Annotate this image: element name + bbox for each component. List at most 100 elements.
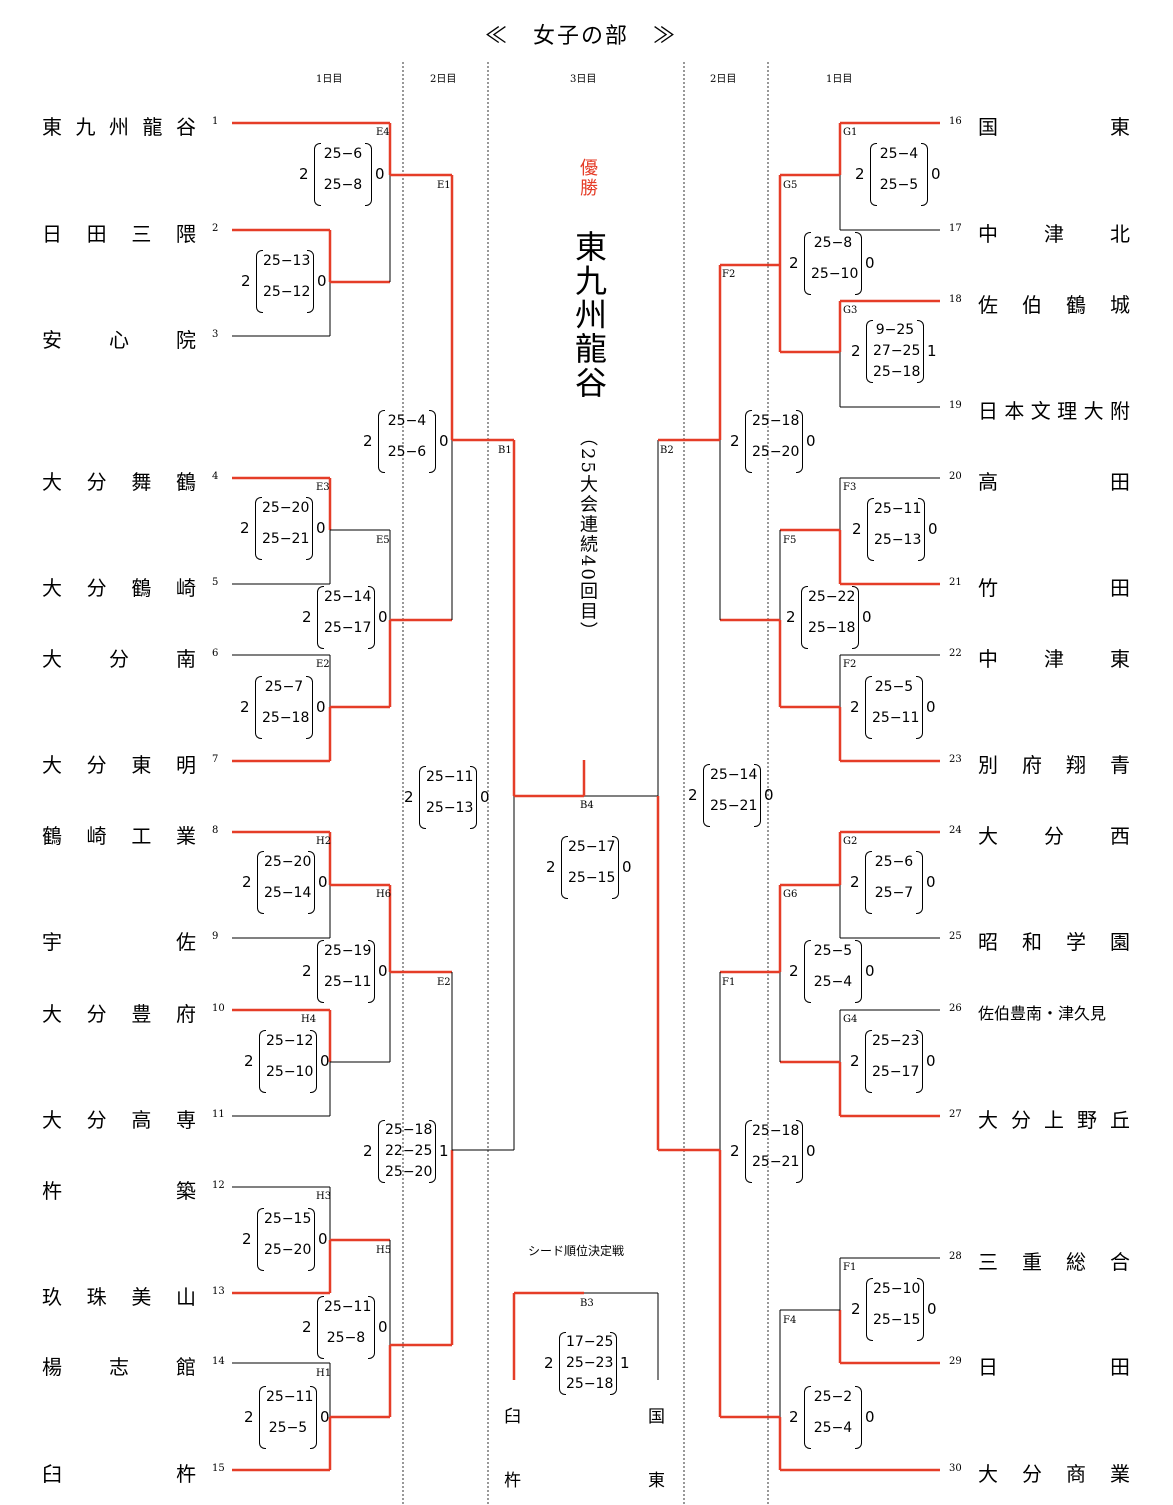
- left-team-name: 大分舞鶴: [42, 466, 196, 495]
- team-name-char: 中: [978, 647, 998, 671]
- team-name-char: 崎: [86, 824, 107, 848]
- match-code-label: E3: [316, 482, 330, 493]
- sets-won: 2: [850, 872, 860, 891]
- sets-won: 2: [789, 1407, 799, 1426]
- sets-lost: 0: [862, 607, 872, 626]
- set-score: 25−11: [426, 769, 474, 785]
- team-name-char: 附: [1109, 399, 1130, 423]
- set-score: 25−7: [874, 885, 914, 901]
- team-name-char: 分: [86, 470, 107, 494]
- left-team-number: 7: [212, 754, 219, 765]
- sets-lost: 0: [865, 961, 875, 980]
- team-name-char: 中: [978, 222, 998, 246]
- left-team-name: 安心院: [42, 324, 196, 353]
- team-name-char: 野: [1077, 1108, 1097, 1132]
- team-name-char: 本: [1004, 399, 1025, 423]
- right-team-name: 日本文理大附: [978, 395, 1130, 424]
- team-name-char: 北: [1110, 222, 1130, 246]
- team-name-char: 豊: [131, 1002, 152, 1026]
- set-score: 25−18: [808, 620, 856, 636]
- day-label-left-2: 2日目: [430, 74, 457, 85]
- team-name-char: 日: [42, 222, 62, 246]
- team-name-char: 館: [176, 1355, 196, 1379]
- match-code-label: G2: [843, 836, 858, 847]
- team-name-char: 志: [109, 1355, 129, 1379]
- team-name-char: 合: [1110, 1250, 1130, 1274]
- match-code-label: F3: [843, 482, 857, 493]
- team-name-char: 鶴: [131, 576, 152, 600]
- champion-name: 東九州龍谷: [570, 230, 608, 400]
- sets-won: 2: [244, 1051, 254, 1070]
- set-score: 25−14: [264, 885, 312, 901]
- sets-won: 2: [363, 431, 373, 450]
- right-team-name: 中津東: [978, 643, 1130, 672]
- team-name-char: 分: [1011, 1108, 1031, 1132]
- left-team-number: 1: [212, 116, 219, 127]
- team-name-char: 大: [42, 1108, 62, 1132]
- sets-won: 2: [688, 785, 698, 804]
- right-team-name: 竹田: [978, 572, 1130, 601]
- sets-won: 2: [242, 1229, 252, 1248]
- team-name-char: 大: [42, 470, 62, 494]
- team-name-char: 府: [175, 1002, 196, 1026]
- team-name-char: 心: [109, 328, 129, 352]
- team-name-char: 南: [176, 647, 196, 671]
- set-score: 25−19: [324, 943, 372, 959]
- left-team-name: 楊志館: [42, 1351, 196, 1380]
- left-team-name: 大分南: [42, 643, 196, 672]
- sets-lost: 1: [620, 1353, 630, 1372]
- team-name-char: 理: [1057, 399, 1078, 423]
- seed-left-team-top: 臼: [504, 1407, 521, 1427]
- sets-lost: 0: [378, 1317, 388, 1336]
- team-name-char: 九: [75, 115, 96, 139]
- left-team-number: 12: [212, 1180, 225, 1191]
- left-team-name: 鶴崎工業: [42, 820, 196, 849]
- set-score: 25−4: [387, 413, 427, 429]
- team-name-char: 杵: [42, 1179, 62, 1203]
- set-score: 25−5: [874, 679, 914, 695]
- set-score: 25−23: [566, 1355, 614, 1371]
- sets-won: 2: [242, 872, 252, 891]
- team-name-char: 崎: [175, 576, 196, 600]
- set-score: 25−17: [872, 1064, 920, 1080]
- team-name-char: 東: [1110, 647, 1130, 671]
- match-code-label: F2: [843, 659, 857, 670]
- team-name-char: 東: [42, 115, 62, 139]
- left-team-number: 2: [212, 223, 219, 234]
- team-name-char: 和: [1022, 930, 1042, 954]
- team-name-char: 山: [175, 1285, 196, 1309]
- sets-won: 2: [786, 607, 796, 626]
- set-score: 25−12: [263, 284, 311, 300]
- set-score: 25−18: [385, 1122, 433, 1138]
- right-team-number: 18: [949, 294, 962, 305]
- sets-lost: 1: [439, 1141, 449, 1160]
- sets-won: 2: [852, 519, 862, 538]
- team-name-char: 鶴: [42, 824, 62, 848]
- day-label-right-2: 2日目: [710, 74, 737, 85]
- consecutive-note: （25大会連続40回目）: [577, 428, 598, 642]
- set-score: 25−6: [323, 146, 363, 162]
- set-score: 25−17: [568, 839, 616, 855]
- team-name-char: 院: [176, 328, 196, 352]
- team-name-char: 丘: [1110, 1108, 1130, 1132]
- sets-won: 2: [851, 1299, 861, 1318]
- team-name-char: 珠: [86, 1285, 107, 1309]
- team-name-char: 業: [1110, 1462, 1130, 1486]
- team-name-char: 鶴: [175, 470, 196, 494]
- set-score: 25−21: [752, 1154, 800, 1170]
- sets-won: 2: [851, 341, 861, 360]
- sets-lost: 0: [806, 431, 816, 450]
- team-name-char: 三: [978, 1250, 998, 1274]
- team-name-char: 総: [1066, 1250, 1086, 1274]
- team-name-char: 日: [978, 399, 998, 423]
